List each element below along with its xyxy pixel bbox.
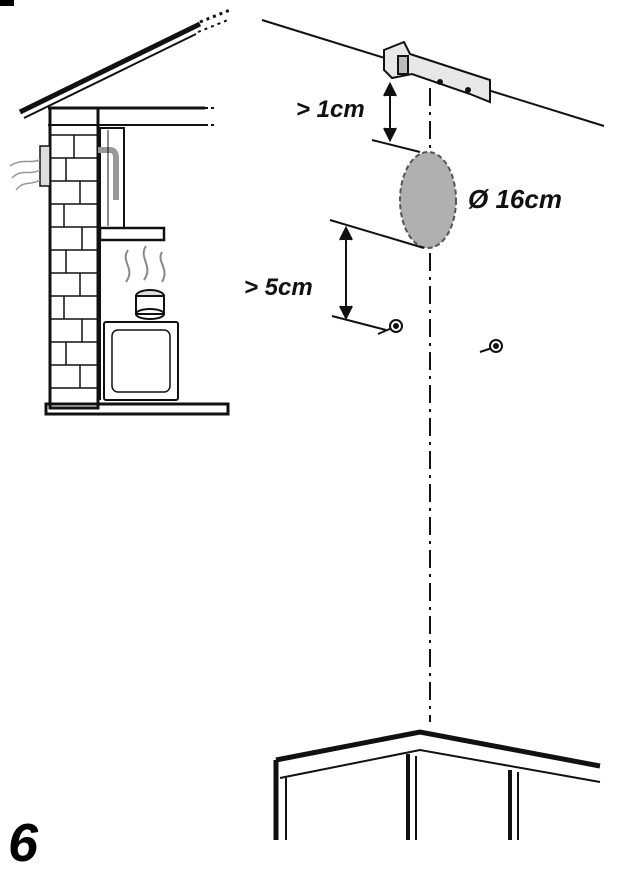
inset-hood-icon [98, 226, 166, 400]
screw-icon [377, 319, 403, 335]
duct-icon [98, 127, 125, 229]
bracket-icon [383, 40, 491, 104]
roof-icon [18, 8, 231, 119]
bottom-clearance-dimension [329, 219, 425, 331]
floor-icon [44, 402, 230, 416]
screw-icon-2 [479, 339, 503, 353]
bottom-clearance-label: > 5cm [244, 274, 313, 301]
top-clearance-label: > 1cm [296, 96, 365, 123]
hood-icon [273, 729, 601, 840]
duct-opening-icon [399, 151, 457, 249]
top-clearance-dimension [371, 81, 421, 153]
cooktop-icon [103, 245, 179, 401]
exhaust-smoke-icon [9, 159, 41, 191]
ceiling-icon [48, 106, 216, 126]
step-number: 6 [8, 813, 39, 873]
diameter-label: Ø 16cm [468, 184, 562, 214]
chimney-wall-icon [39, 106, 100, 410]
corner-marker [0, 0, 14, 6]
